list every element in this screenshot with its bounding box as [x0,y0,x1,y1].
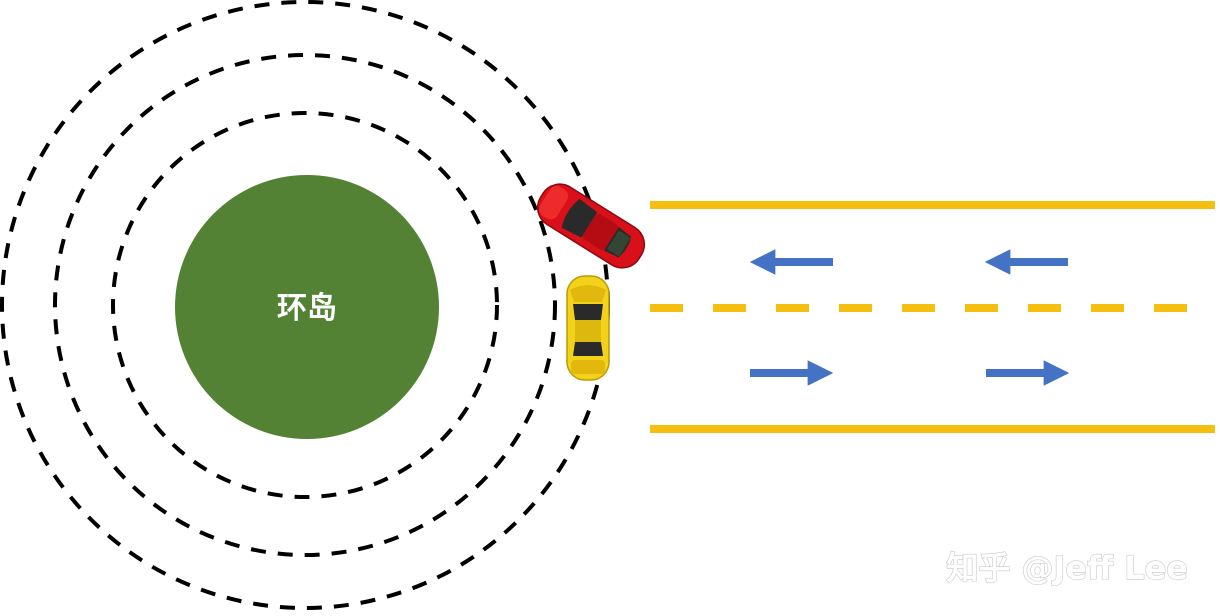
island-label: 环岛 [277,291,337,326]
watermark: 知乎 @Jeff Lee [946,549,1188,587]
roundabout-island [175,175,439,439]
road [650,201,1215,433]
lane-arrows [749,249,1070,386]
inner-lane-ring [111,111,499,499]
yellow-car-icon [566,275,610,381]
red-car-icon [536,183,646,269]
middle-lane-ring [53,53,557,557]
